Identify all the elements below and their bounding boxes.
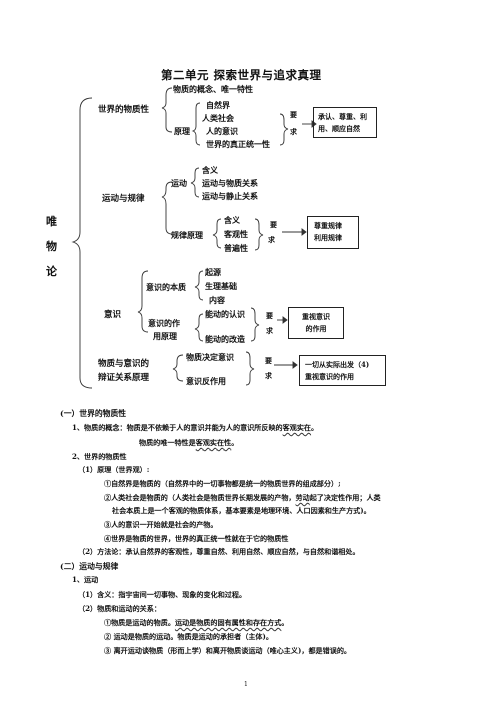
sec2-result-box: 尊重规律 利用规律: [307, 216, 359, 249]
sec2-motion-item-3: 运动与静止关系: [202, 191, 258, 201]
sec1-principle: 原理: [174, 126, 190, 136]
note-line-2: 2、世界的物质性: [72, 452, 127, 461]
sec1-box-line2: 用、顺应自然: [318, 124, 360, 133]
note-text: ②人类社会是物质的（人类社会是物质世界长期发展的产物，: [104, 493, 296, 502]
sec1-req-1: 要: [290, 110, 297, 119]
sec2-box-line2: 利用规律: [314, 233, 342, 242]
sec1-item-consciousness: 人的意识: [206, 126, 238, 136]
note-q2: ② 运动是物质的运动。物质是运动的承担者（主体)。: [104, 632, 273, 641]
note-motion-3: （2）物质和运动的关系：: [78, 604, 161, 613]
sec2-label: 运动与规律: [102, 194, 145, 204]
note-text: 。: [311, 423, 319, 432]
note-line-1b: 物质的唯一特性是客观实在性。: [139, 438, 238, 448]
sec1-result-box: 承认、尊重、利 用、顺应自然: [313, 107, 377, 138]
sec4-req-2: 求: [265, 371, 272, 380]
sec1-item-society: 人类社会: [202, 113, 234, 123]
sec3-effect-item-1: 能动的认识: [205, 309, 245, 319]
sec3-essence-item-1: 起源: [205, 267, 221, 277]
sec4-item-2: 意识反作用: [186, 376, 226, 386]
sec1-label: 世界的物质性: [98, 105, 150, 115]
concept-map-lines: [71, 87, 317, 389]
note-underline: 客观实在: [282, 423, 312, 432]
note-point-2b: 社会本质上是一个客观的物质体系，基本要素是地理环境、人口因素和生产方式)。: [112, 506, 371, 515]
sec4-item-1: 物质决定意识: [186, 352, 234, 362]
note-line-4: （2）方法论：承认自然界的客观性，尊重自然、利用自然、顺应自然，与自然和谐相处。: [78, 547, 360, 556]
sec1-item-unity: 世界的真正统一性: [206, 139, 270, 149]
note-motion-2: （1）含义：指宇宙间一切事物、现象的变化和过程。: [78, 590, 247, 599]
note-point-1: ①自然界是物质的（自然界中的一切事物都是统一的物质世界的组成部分）;: [104, 479, 341, 488]
note-point-3: ③人的意识一开始就是社会的产物。: [104, 520, 218, 529]
note-point-4: ④世界是物质的世界，世界的真正统一性就在于它的物质性: [104, 534, 289, 543]
note-text: 。: [281, 618, 289, 627]
sec3-box-line2: 的作用: [305, 324, 327, 333]
sec4-box-line1: 一切从实际出发（4): [305, 360, 370, 369]
sec1-item-nature: 自然界: [206, 100, 230, 110]
sec2-box-line1: 尊重规律: [314, 221, 342, 230]
note-underline: 运动是物质的固有属性和存在方式: [174, 618, 282, 627]
sec4-result-box: 一切从实际出发（4) 重视意识的作用: [299, 355, 386, 386]
sec4-label-line1: 物质与意识的: [98, 359, 150, 369]
sec2-req-2: 求: [268, 235, 275, 244]
note-line-1a: 1、物质的概念：物质是不依赖于人的意识并能为人的意识所反映的客观实在。: [72, 423, 318, 433]
sec1-req-2: 求: [290, 127, 297, 136]
sec2-law-item-1: 含义: [224, 215, 240, 225]
page-number: 1: [244, 681, 248, 688]
note-underline: 客观实在性: [195, 438, 232, 447]
sec3-effect-line1: 意识的作: [148, 318, 180, 328]
note-q3: ③ 离开运动谈物质（形而上学）和离开物质谈运动（唯心主义)，都是错误的。: [104, 646, 352, 655]
note-underline: 劳动: [295, 493, 310, 502]
sec4-box-line2: 重视意识的作用: [305, 372, 354, 381]
sec2-req-1: 要: [270, 220, 277, 229]
sec2-motion-item-2: 运动与物质关系: [202, 178, 258, 188]
note-text: 物质的唯一特性是: [139, 438, 196, 447]
page-title: 第二单元 探索世界与追求真理: [161, 68, 322, 82]
sec3-label: 意识: [104, 310, 122, 320]
sec1-box-line1: 承认、尊重、利: [318, 112, 367, 121]
root-char-3: 论: [46, 265, 57, 278]
note-point-2a: ②人类社会是物质的（人类社会是物质世界长期发展的产物，劳动起了决定性作用；人类: [104, 493, 381, 503]
note-text: 。: [231, 438, 239, 447]
sec3-req-1: 要: [266, 311, 273, 320]
sec3-box-line1: 重视意识: [302, 312, 330, 321]
sec3-essence-item-2: 生理基础: [205, 281, 237, 291]
root-char-2: 物: [46, 240, 57, 253]
sec1-item-concept: 物质的概念、唯一特性: [173, 84, 253, 94]
sec3-effect-line2: 用原理: [153, 331, 177, 341]
sec2-law: 规律原理: [171, 230, 203, 240]
heading-1: (一）世界的物质性: [60, 409, 127, 418]
sec3-effect-item-2: 能动的改造: [205, 334, 245, 344]
heading-2: (二）运动与规律: [60, 562, 119, 571]
sec2-law-item-2: 客观性: [224, 229, 248, 239]
note-line-3: （1）原理（世界观）:: [78, 465, 150, 474]
note-text: 1、物质的概念：物质是不依赖于人的意识并能为人的意识所反映的: [72, 423, 283, 432]
sec3-essence: 意识的本质: [146, 282, 186, 292]
note-text: ①物质是运动的物质。: [104, 618, 175, 627]
root-char-1: 唯: [46, 215, 57, 228]
note-q1: ①物质是运动的物质。运动是物质的固有属性和存在方式。: [104, 618, 288, 628]
sec3-result-box: 重视意识 的作用: [288, 307, 344, 339]
note-text: 起了决定性作用；人类: [309, 493, 381, 502]
sec3-essence-item-3: 内容: [209, 295, 225, 305]
sec3-req-2: 求: [266, 326, 273, 335]
sec2-law-item-3: 普遍性: [224, 243, 248, 253]
sec2-motion-item-1: 含义: [202, 165, 218, 175]
sec4-req-1: 要: [265, 356, 272, 365]
sec4-label-line2: 辩证关系原理: [98, 373, 150, 383]
sec2-motion: 运动: [171, 178, 187, 188]
note-motion-1: 1、运动: [72, 575, 99, 584]
